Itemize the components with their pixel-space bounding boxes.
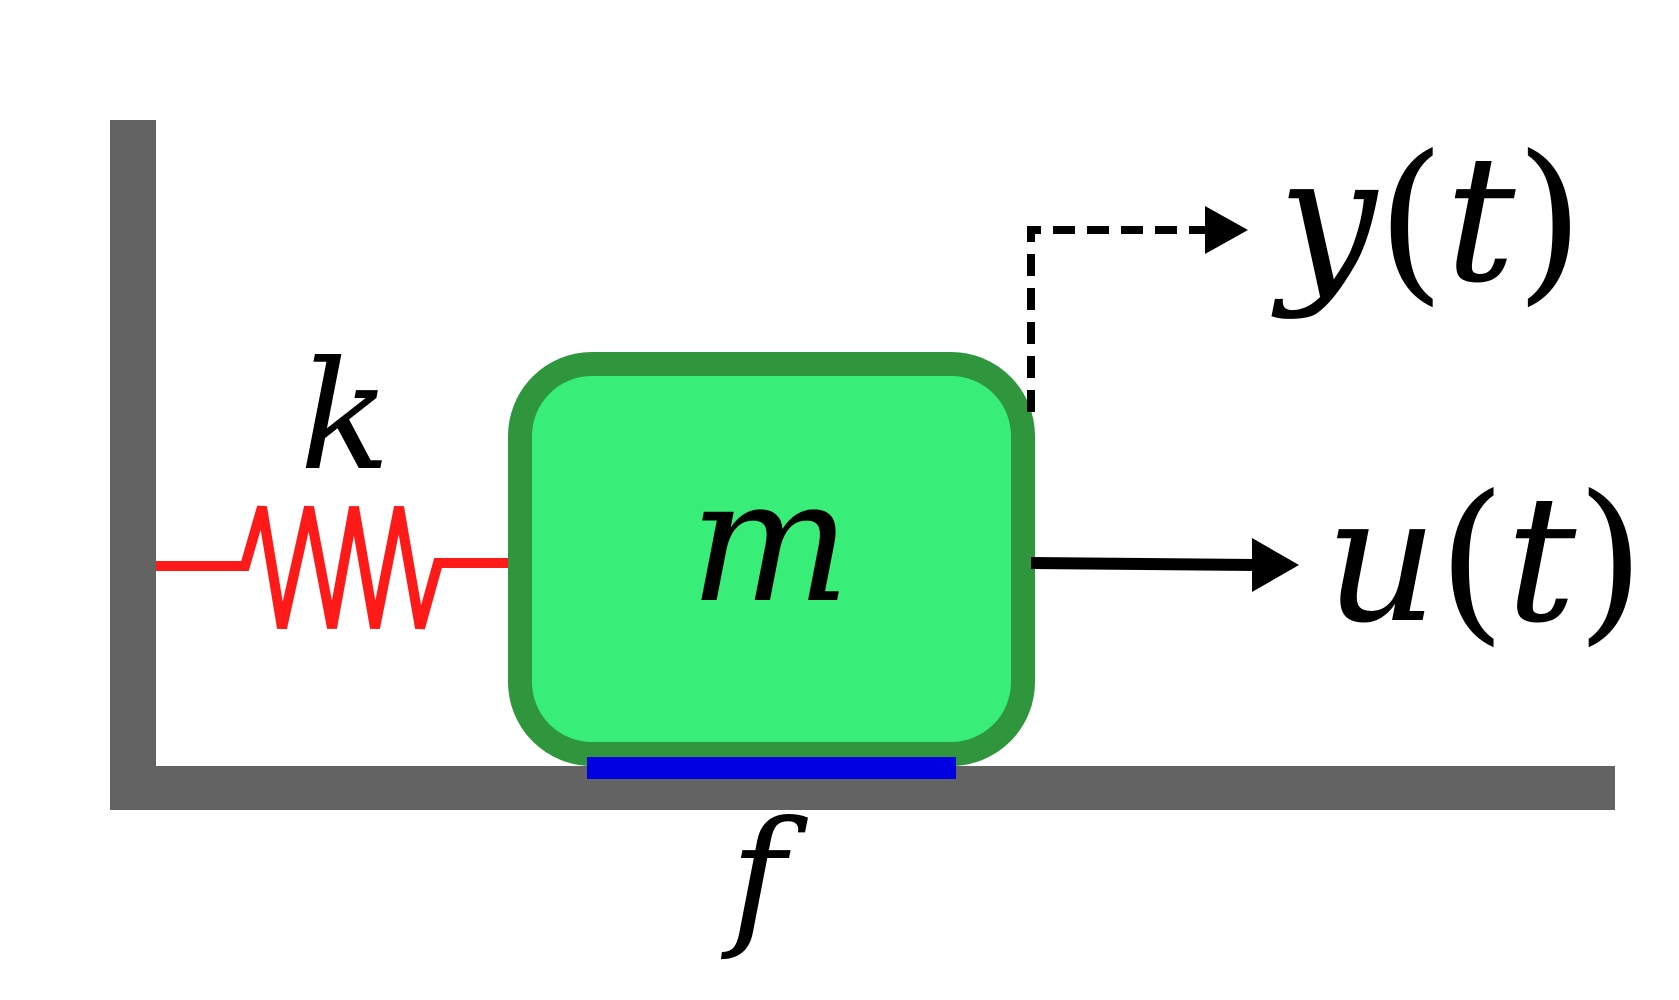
output-open-paren: ( (1377, 119, 1445, 322)
input-arrowhead (1252, 538, 1299, 592)
output-label: y(t) (1271, 119, 1584, 322)
input-var: u (1325, 459, 1438, 662)
output-arrowhead (1205, 206, 1248, 254)
input-arg: t (1506, 459, 1577, 662)
mass-block (508, 352, 1035, 766)
wall (110, 120, 156, 810)
input-arrow-line (1030, 557, 1256, 571)
output-dashed-line (1027, 226, 1205, 412)
output-var: y (1271, 119, 1379, 322)
mass-label: m (689, 443, 850, 641)
input-close-paren: ) (1576, 459, 1644, 662)
spring (156, 505, 510, 630)
friction-pad (587, 757, 956, 779)
output-arg: t (1445, 119, 1516, 322)
output-close-paren: ) (1515, 119, 1583, 322)
input-open-paren: ( (1438, 459, 1506, 662)
spring-label: k (300, 330, 391, 504)
input-label: u(t) (1325, 459, 1645, 662)
friction-label: f (720, 790, 808, 964)
